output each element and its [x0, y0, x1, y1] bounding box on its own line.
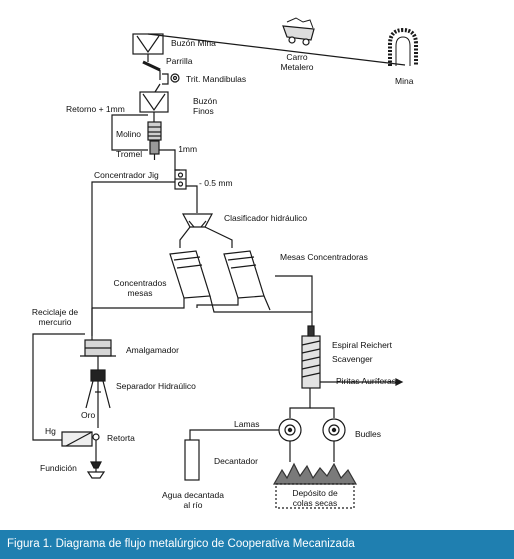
parrilla-chute [142, 54, 161, 80]
buzon-finos-hopper [139, 91, 169, 113]
espiral-reichert-label: Espiral Reichert Scavenger [332, 340, 392, 364]
reciclaje-mercurio-label: Reciclaje de mercurio [31, 307, 79, 327]
decantador-label: Decantador [214, 456, 258, 466]
tromel-icon [149, 140, 160, 160]
hg-label: Hg [45, 426, 56, 436]
buzon-finos-label: Buzón Finos [193, 96, 218, 116]
budle-1-icon [278, 418, 302, 442]
clasificador-label: Clasificador hidráulico [224, 213, 308, 223]
molino-label: Molino [116, 129, 142, 139]
mesa-concentradora-2 [223, 250, 265, 299]
menos-1mm-label: - 1mm [173, 144, 198, 154]
carro-metalero-label: Carro Metalero [280, 52, 314, 72]
concentrados-mesas-label: Concentrados mesas [113, 278, 167, 298]
decantador-tank [184, 439, 200, 481]
mina-arch-icon [388, 27, 418, 66]
tromel-label: Tromel [116, 149, 143, 159]
concentrador-jig-icon [174, 169, 187, 190]
lamas-label: Lamas [234, 419, 260, 429]
oro-label: Oro [81, 410, 96, 420]
separador-icon [85, 369, 111, 409]
fundicion-label: Fundición [40, 463, 77, 473]
budles-label: Budles [355, 429, 381, 439]
budle-2-icon [322, 418, 346, 442]
agua-decantada-label: Agua decantada al río [162, 490, 224, 510]
mesas-concentradoras-label: Mesas Concentradoras [280, 252, 368, 262]
fundicion-icon [86, 450, 106, 479]
mesa-concentradora-1 [169, 250, 211, 299]
retorta-icon [61, 431, 100, 450]
reciclaje-mercurio-line [32, 333, 85, 441]
buzon-mina-hopper [132, 33, 164, 55]
parrilla-label: Parrilla [166, 56, 193, 66]
carro-metalero-icon [282, 17, 315, 46]
separador-hidraulico-label: Separador Hidraúlico [116, 381, 196, 391]
concentrador-jig-label: Concentrador Jig [94, 170, 159, 180]
piritas-auriferas-label: Piritas Auríferas [336, 376, 396, 386]
deposito-colas-icon [272, 462, 358, 509]
lamas-line [189, 429, 279, 440]
clasificador-icon [181, 213, 214, 228]
espiral-reichert-icon [301, 325, 321, 389]
amalgamador-icon [80, 339, 116, 357]
buzon-mina-label: Buzón Mina [171, 38, 216, 48]
amalgamador-label: Amalgamador [126, 345, 179, 355]
figure-caption: Figura 1. Diagrama de flujo metalúrgico … [0, 530, 514, 559]
menos-05mm-label: - 0.5 mm [199, 178, 233, 188]
conveyor-slope-line [147, 33, 406, 66]
deposito-colas-label: Depósito de colas secas [292, 488, 338, 508]
jig-left-line [91, 181, 175, 336]
mina-label: Mina [395, 76, 414, 86]
retorta-label: Retorta [107, 433, 135, 443]
trituradora-icon [162, 73, 180, 85]
molino-icon [147, 121, 162, 141]
retorno-label: Retorno + 1mm [66, 104, 125, 114]
trit-mandibulas-label: Trit. Mandibulas [186, 74, 247, 84]
flow-diagram [32, 17, 418, 509]
retorno-loop-line [111, 114, 148, 151]
